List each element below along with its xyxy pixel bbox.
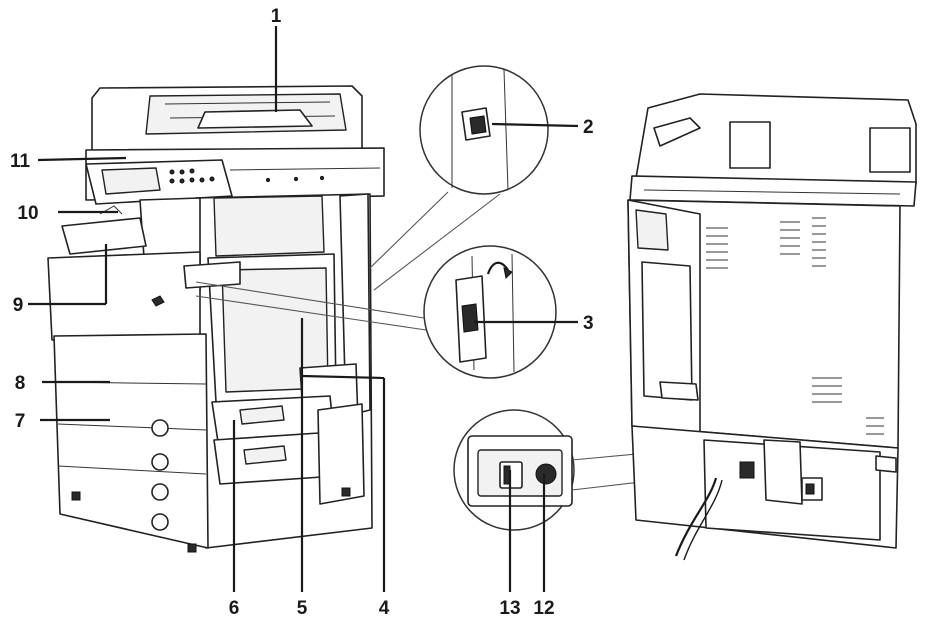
callout-labels: 1 2 3 4 5 6 7 8 9 10 11 12 13 — [10, 6, 594, 619]
cassette-knobs — [151, 419, 169, 531]
callout-13: 13 — [499, 598, 520, 619]
callout-8: 8 — [15, 373, 26, 394]
zoom-circle-3 — [195, 245, 557, 379]
callout-2: 2 — [583, 117, 594, 138]
callout-5: 5 — [297, 598, 308, 619]
leakage-breaker-button — [535, 463, 557, 485]
callout-1: 1 — [271, 6, 282, 27]
callout-4: 4 — [379, 598, 390, 619]
zoom-circle-2 — [369, 65, 549, 291]
callout-9: 9 — [13, 295, 24, 316]
callout-7: 7 — [15, 411, 26, 432]
back-view-machine — [627, 93, 917, 561]
vent-grilles — [706, 217, 884, 435]
callout-11: 11 — [10, 151, 31, 172]
output-tray — [61, 217, 147, 255]
power-cable — [674, 477, 718, 557]
callout-12: 12 — [533, 598, 554, 619]
callout-3: 3 — [583, 313, 594, 334]
front-view-machine — [47, 85, 385, 553]
callout-6: 6 — [229, 598, 240, 619]
cassette-stack — [53, 333, 209, 549]
callout-lines — [28, 26, 579, 592]
callout-10: 10 — [17, 203, 38, 224]
